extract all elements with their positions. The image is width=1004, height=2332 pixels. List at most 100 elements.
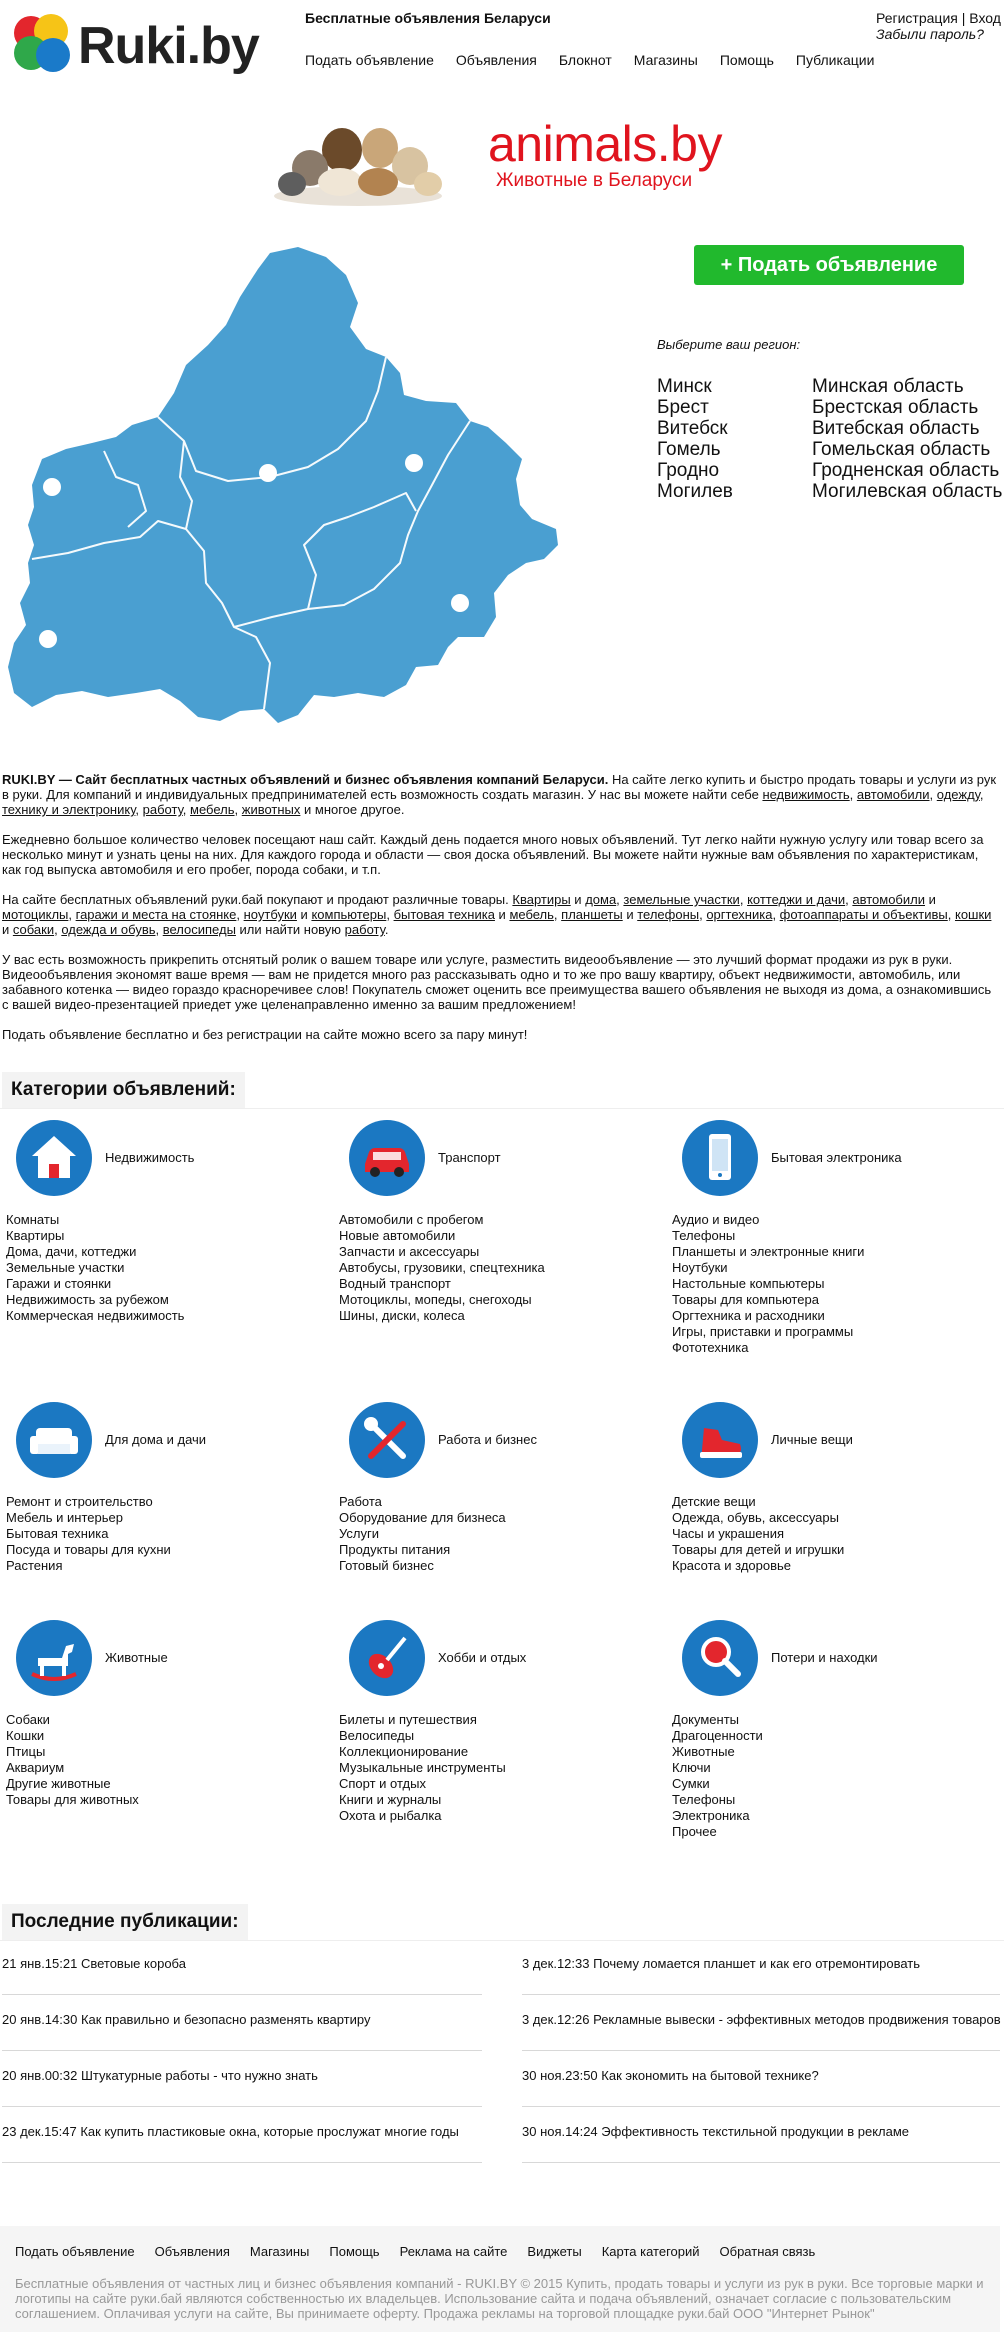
footer-link-help[interactable]: Помощь <box>329 2244 380 2259</box>
list-item[interactable]: Водный транспорт <box>339 1276 451 1291</box>
link-appliances[interactable]: бытовая техника <box>393 907 495 922</box>
link-new-work[interactable]: работу <box>344 922 385 937</box>
link-cottages[interactable]: коттеджи и дачи <box>747 892 846 907</box>
list-item[interactable]: Товары для детей и игрушки <box>672 1542 845 1557</box>
link-motorcycles[interactable]: мотоциклы <box>2 907 69 922</box>
category-title[interactable]: Для дома и дачи <box>105 1432 207 1447</box>
footer-link-business-ads[interactable]: объявления <box>319 2276 392 2291</box>
footer-link-category-map[interactable]: Карта категорий <box>601 2244 700 2259</box>
link-electronics[interactable]: технику и электронику <box>2 802 136 817</box>
link-animals[interactable]: животных <box>241 802 301 817</box>
list-item[interactable]: Ноутбуки <box>672 1260 728 1275</box>
nav-post-ad[interactable]: Подать объявление <box>305 52 434 68</box>
category-title[interactable]: Недвижимость <box>105 1150 195 1165</box>
list-item[interactable]: Бытовая техника <box>6 1526 109 1541</box>
category-title[interactable]: Потери и находки <box>771 1650 878 1665</box>
list-item[interactable]: Оргтехника и расходники <box>672 1308 825 1323</box>
publication-item[interactable]: 30 ноя.23:50 Как экономить на бытовой те… <box>522 2050 1000 2107</box>
region-link-mogilev[interactable]: Могилевская область <box>812 481 1003 502</box>
link-cats[interactable]: кошки <box>954 907 992 922</box>
post-ad-button[interactable]: + Подать объявление <box>694 245 964 285</box>
list-item[interactable]: Новые автомобили <box>339 1228 456 1243</box>
list-item[interactable]: Недвижимость за рубежом <box>6 1292 169 1307</box>
city-link-grodno[interactable]: Гродно <box>657 460 720 481</box>
phone-icon[interactable] <box>682 1120 758 1196</box>
list-item[interactable]: Настольные компьютеры <box>672 1276 825 1291</box>
footer-link-widgets[interactable]: Виджеты <box>527 2244 582 2259</box>
list-item[interactable]: Спорт и отдых <box>339 1776 426 1791</box>
link-dogs[interactable]: собаки <box>12 922 55 937</box>
list-item[interactable]: Билеты и путешествия <box>339 1712 477 1727</box>
city-link-gomel[interactable]: Гомель <box>657 439 721 460</box>
nav-ads[interactable]: Объявления <box>455 52 537 68</box>
publication-item[interactable]: 20 янв.14:30 Как правильно и безопасно р… <box>2 1994 482 2051</box>
list-item[interactable]: Игры, приставки и программы <box>672 1324 854 1339</box>
link-furniture[interactable]: мебель <box>190 802 235 817</box>
list-item[interactable]: Земельные участки <box>6 1260 125 1275</box>
nav-publications[interactable]: Публикации <box>795 52 875 68</box>
list-item[interactable]: Мотоциклы, мопеды, снегоходы <box>339 1292 532 1307</box>
list-item[interactable]: Велосипеды <box>339 1728 415 1743</box>
publication-item[interactable]: 30 ноя.14:24 Эффективность текстильной п… <box>522 2106 1000 2163</box>
link-phones[interactable]: телефоны <box>637 907 700 922</box>
forgot-password-link[interactable]: Забыли пароль? <box>876 26 984 42</box>
nav-notebook[interactable]: Блокнот <box>558 52 612 68</box>
nav-shops[interactable]: Магазины <box>633 52 698 68</box>
list-item[interactable]: Электроника <box>672 1808 750 1823</box>
list-item[interactable]: Квартиры <box>6 1228 65 1243</box>
footer-link-shops[interactable]: Магазины <box>249 2244 310 2259</box>
publication-item[interactable]: 23 дек.15:47 Как купить пластиковые окна… <box>2 2106 482 2163</box>
list-item[interactable]: Продукты питания <box>339 1542 451 1557</box>
category-title[interactable]: Работа и бизнес <box>438 1432 537 1447</box>
city-link-mogilev[interactable]: Могилев <box>657 481 733 502</box>
list-item[interactable]: Ремонт и строительство <box>6 1494 153 1509</box>
animals-banner[interactable]: animals.by Животные в Беларуси <box>270 110 750 206</box>
link-garages[interactable]: гаражи и места на стоянке <box>75 907 237 922</box>
region-link-minsk[interactable]: Минская область <box>812 376 964 397</box>
list-item[interactable]: Посуда и товары для кухни <box>6 1542 171 1557</box>
list-item[interactable]: Часы и украшения <box>672 1526 785 1541</box>
list-item[interactable]: Детские вещи <box>672 1494 756 1509</box>
city-link-minsk[interactable]: Минск <box>657 376 712 397</box>
list-item[interactable]: Телефоны <box>672 1792 736 1807</box>
list-item[interactable]: Автомобили с пробегом <box>339 1212 484 1227</box>
list-item[interactable]: Другие животные <box>6 1776 111 1791</box>
city-link-vitebsk[interactable]: Витебск <box>657 418 728 439</box>
list-item[interactable]: Товары для животных <box>6 1792 139 1807</box>
list-item[interactable]: Собаки <box>6 1712 50 1727</box>
link-tablets[interactable]: планшеты <box>561 907 623 922</box>
publication-item[interactable]: 21 янв.15:21 Световые короба <box>2 1938 482 1995</box>
list-item[interactable]: Гаражи и стоянки <box>6 1276 112 1291</box>
rocking-horse-icon[interactable] <box>16 1620 92 1696</box>
list-item[interactable]: Коллекционирование <box>339 1744 469 1759</box>
list-item[interactable]: Мебель и интерьер <box>6 1510 123 1525</box>
list-item[interactable]: Животные <box>672 1744 735 1759</box>
list-item[interactable]: Дома, дачи, коттеджи <box>6 1244 137 1259</box>
link-apartments[interactable]: Квартиры <box>512 892 571 907</box>
publication-item[interactable]: 20 янв.00:32 Штукатурные работы - что ну… <box>2 2050 482 2107</box>
publication-item[interactable]: 3 дек.12:33 Почему ломается планшет и ка… <box>522 1938 1000 1995</box>
link-cameras[interactable]: фотоаппараты и объективы <box>779 907 948 922</box>
list-item[interactable]: Работа <box>339 1494 382 1509</box>
link-realty[interactable]: недвижимость <box>762 787 850 802</box>
list-item[interactable]: Комнаты <box>6 1212 60 1227</box>
list-item[interactable]: Птицы <box>6 1744 46 1759</box>
list-item[interactable]: Коммерческая недвижимость <box>6 1308 185 1323</box>
list-item[interactable]: Кошки <box>6 1728 45 1743</box>
footer-link-ads[interactable]: Объявления <box>154 2244 230 2259</box>
region-link-vitebsk[interactable]: Витебская область <box>812 418 980 439</box>
list-item[interactable]: Документы <box>672 1712 740 1727</box>
city-link-brest[interactable]: Брест <box>657 397 709 418</box>
list-item[interactable]: Сумки <box>672 1776 710 1791</box>
list-item[interactable]: Оборудование для бизнеса <box>339 1510 506 1525</box>
list-item[interactable]: Растения <box>6 1558 63 1573</box>
guitar-icon[interactable] <box>349 1620 425 1696</box>
belarus-shape[interactable] <box>8 247 558 723</box>
category-title[interactable]: Хобби и отдых <box>438 1650 527 1665</box>
magnifier-icon[interactable] <box>682 1620 758 1696</box>
site-logo[interactable]: Ruki.by <box>12 12 272 78</box>
list-item[interactable]: Охота и рыбалка <box>339 1808 442 1823</box>
link-clothes[interactable]: одежду <box>936 787 980 802</box>
footer-link-hand-to-hand[interactable]: из рук в руки <box>767 2276 845 2291</box>
publication-item[interactable]: 3 дек.12:26 Рекламные вывески - эффектив… <box>522 1994 1001 2051</box>
